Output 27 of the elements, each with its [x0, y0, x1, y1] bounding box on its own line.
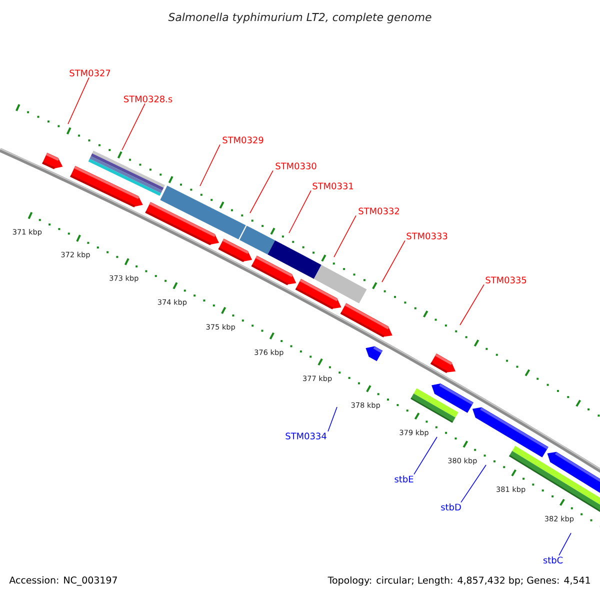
leader-line	[122, 103, 146, 150]
leader-line	[288, 190, 312, 234]
gene-label: STM0328.s	[124, 96, 172, 102]
gene-label: STM0335	[486, 276, 526, 284]
gene-label: STM0330	[276, 162, 316, 170]
gene-label: stbE	[394, 476, 414, 482]
gene-label: STM0334	[286, 432, 326, 440]
gene-label: STM0327	[70, 70, 110, 76]
gene-label: stbD	[441, 504, 461, 510]
leader-line	[328, 406, 338, 432]
leader-line	[460, 464, 486, 503]
leader-line	[250, 170, 274, 214]
gene-label: STM0329	[222, 136, 264, 144]
gene-label: stbC	[543, 556, 563, 564]
leader-line	[200, 144, 220, 186]
genome-info-text: Topology: circular; Length: 4,857,432 bp; Genes: 4,541	[328, 576, 590, 586]
leader-line	[414, 436, 438, 475]
gene-label: STM0333	[406, 232, 448, 240]
leader-line	[68, 77, 90, 124]
accession-text: Accession: NC_003197	[9, 576, 117, 586]
leader-line	[460, 284, 484, 326]
gene-label: STM0331	[312, 182, 354, 190]
title: Salmonella typhimurium LT2, complete genome	[168, 12, 432, 24]
leader-line	[334, 215, 356, 258]
leader-line	[382, 240, 406, 282]
gene-label: STM0332	[358, 208, 399, 214]
leader-line	[558, 532, 572, 556]
